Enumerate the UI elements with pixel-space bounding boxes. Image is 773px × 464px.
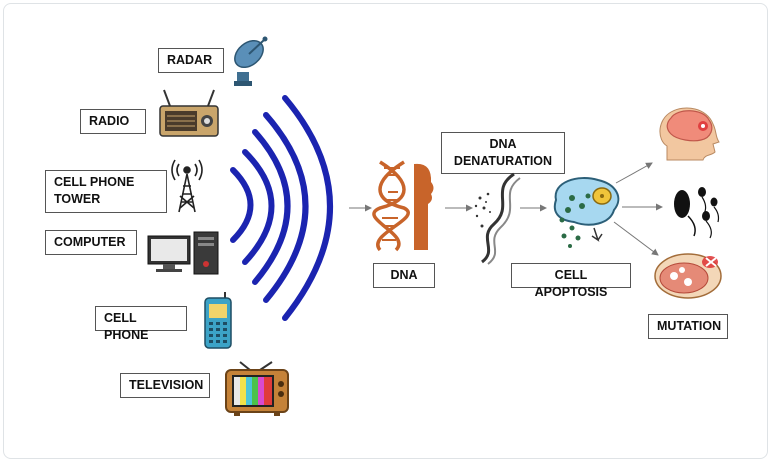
wave-arc-2 <box>242 149 275 265</box>
brain-head-icon <box>659 107 720 161</box>
label-radar: RADAR <box>158 48 224 73</box>
arrow-cell-to-brain <box>615 162 653 184</box>
damaged-tissue-icon <box>654 253 722 299</box>
sperm-cells-icon <box>674 187 720 239</box>
label-dna-denaturation: DNA DENATURATION <box>441 132 565 174</box>
label-cell-apoptosis: CELL APOPTOSIS <box>511 263 631 299</box>
radio-icon <box>159 89 219 137</box>
dna-icon <box>372 160 434 252</box>
label-cell-phone: CELL PHONE <box>95 306 187 342</box>
wave-arc-3 <box>252 129 291 285</box>
label-cell-phone-tower: CELL PHONE TOWER <box>45 170 167 213</box>
apoptotic-cell-icon <box>553 177 620 248</box>
computer-icon <box>147 231 219 275</box>
wave-arc-1 <box>230 167 254 243</box>
satellite-dish-icon <box>234 36 268 86</box>
denatured-dna-icon <box>474 172 521 265</box>
label-radio: RADIO <box>80 109 146 134</box>
label-television: TELEVISION <box>120 373 210 398</box>
wave-arc-4 <box>263 112 309 303</box>
arrow-cell-to-tissue <box>613 221 659 256</box>
label-computer: COMPUTER <box>45 230 137 255</box>
radio-waves <box>230 95 333 321</box>
cell-tower-icon <box>171 159 203 213</box>
mobile-phone-icon <box>204 292 232 349</box>
label-mutation: MUTATION <box>648 314 728 339</box>
wave-arc-5 <box>282 95 333 321</box>
label-dna: DNA <box>373 263 435 288</box>
flow-arrows <box>349 162 663 256</box>
television-icon <box>225 361 289 416</box>
